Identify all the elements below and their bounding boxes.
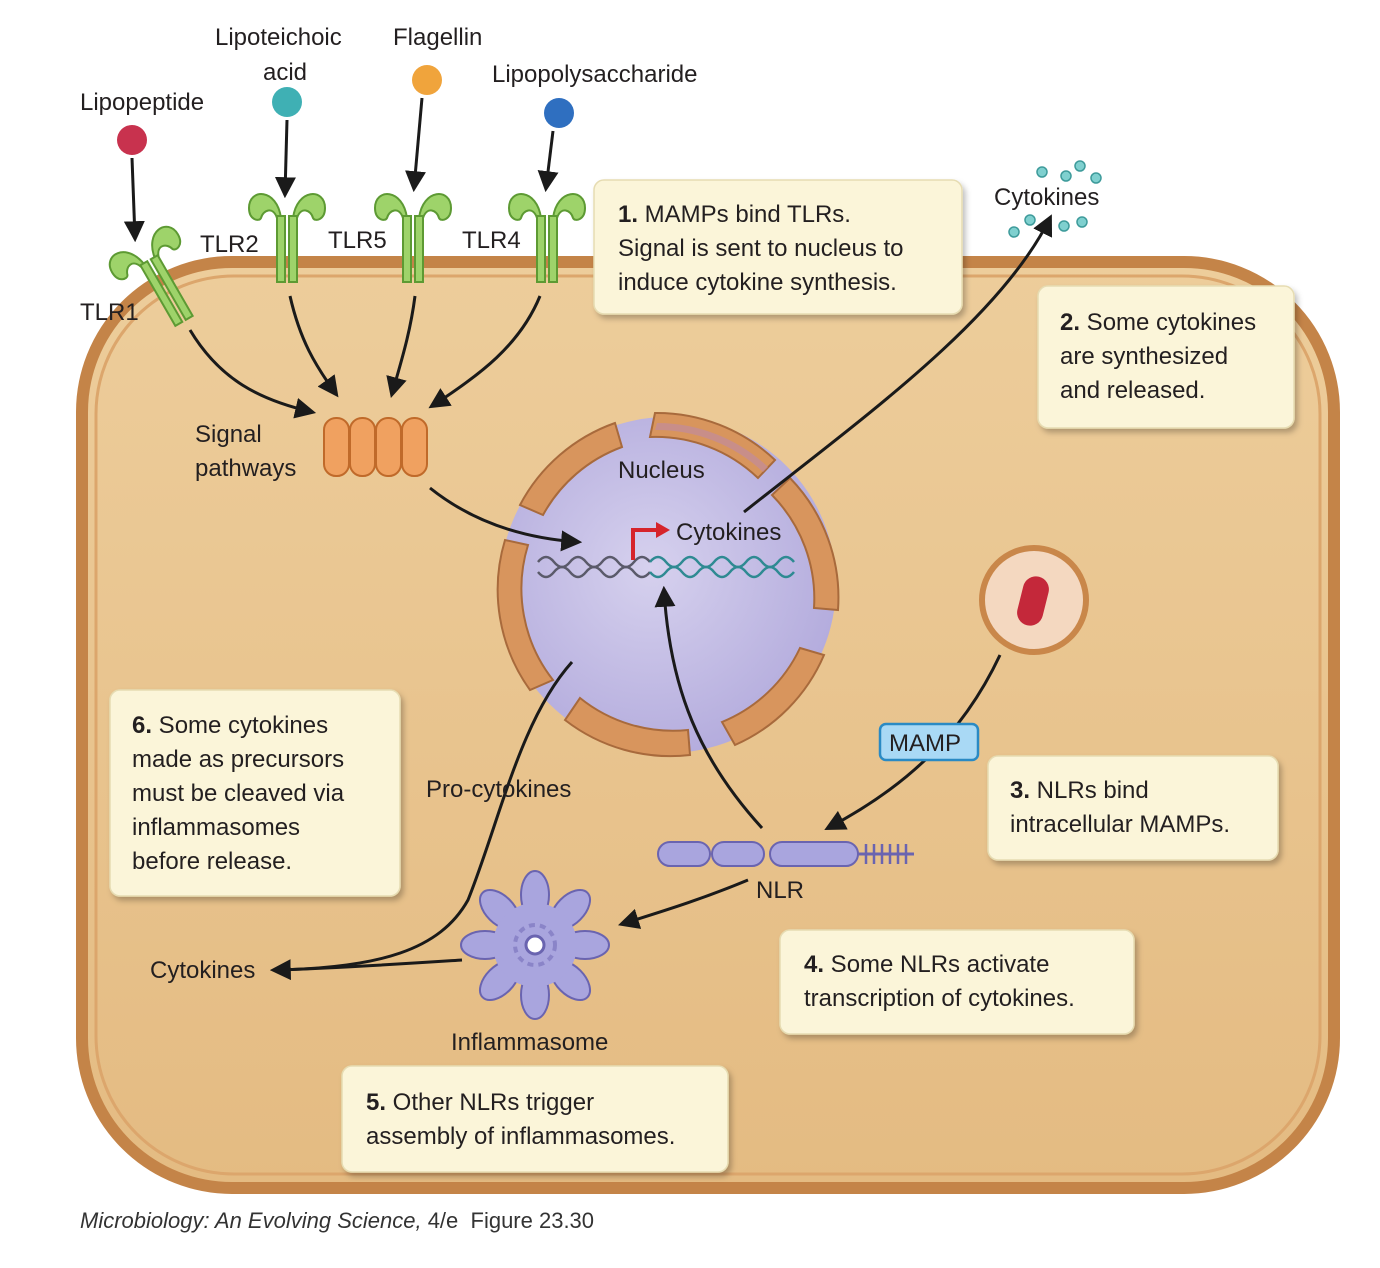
signal-pathways (323, 417, 428, 477)
inflammasome-label: Inflammasome (451, 1029, 608, 1056)
pathogen-vesicle (979, 545, 1089, 655)
released-cytokines (1008, 160, 1102, 238)
lipoteichoic-label-1: Lipoteichoic (215, 24, 342, 51)
svg-text:5. Other NLRs trigger: 5. Other NLRs trigger (366, 1089, 594, 1116)
nucleus-cytokines-label: Cytokines (676, 519, 781, 546)
svg-text:6. Some cytokines: 6. Some cytokines (132, 712, 328, 739)
outside-cytokines-label: Cytokines (994, 184, 1099, 211)
signal-label-2: pathways (195, 455, 296, 482)
cytokine-release-arrow (743, 214, 1053, 514)
nlr-protein (657, 841, 914, 867)
step-5-line-1: Other NLRs trigger (386, 1089, 594, 1116)
nucleus-label: Nucleus (618, 457, 705, 484)
step-2-number: 2. (1060, 309, 1080, 336)
tlr5-receptor (373, 193, 453, 283)
caption-edition: 4/e (421, 1208, 459, 1233)
flagellin-ligand (412, 65, 442, 95)
step-6-line-5: before release. (132, 848, 292, 875)
step-2-line-1: Some cytokines (1080, 309, 1256, 336)
svg-text:1. MAMPs bind TLRs.: 1. MAMPs bind TLRs. (618, 201, 851, 228)
signal-to-dna-arrow (429, 486, 583, 552)
step-4-box: 4. Some NLRs activate transcription of c… (779, 929, 1135, 1035)
step-5-line-2: assembly of inflammasomes. (366, 1123, 675, 1150)
step-6-line-2: made as precursors (132, 746, 344, 773)
step-6-box: 6. Some cytokines made as precursors mus… (109, 689, 401, 897)
dna-strand (537, 555, 795, 579)
promoter-arrow-icon (631, 522, 670, 560)
caption-figure: Figure 23.30 (458, 1208, 595, 1233)
tlr4-label: TLR4 (462, 227, 521, 254)
nuclear-envelope (496, 411, 840, 758)
tlr-receptors: TLR1 TLR2 TLR5 TLR4 (80, 193, 587, 328)
left-cytokines-label: Cytokines (150, 957, 255, 984)
tlr5-label: TLR5 (328, 227, 387, 254)
nlr-to-dna-arrow (654, 585, 764, 830)
lipopeptide-label: Lipopeptide (80, 89, 204, 116)
step-1-box: 1. MAMPs bind TLRs. Signal is sent to nu… (593, 179, 963, 315)
mamp-label: MAMP (889, 730, 961, 757)
step-6-line-4: inflammasomes (132, 814, 300, 841)
mamp-tag: MAMP (878, 722, 980, 762)
nlr-label: NLR (756, 877, 804, 904)
step-2-box: 2. Some cytokines are synthesized and re… (1037, 285, 1295, 429)
lipopolysaccharide-ligand (544, 98, 574, 128)
step-1-line-2: Signal is sent to nucleus to (618, 235, 904, 262)
figure-caption: Microbiology: An Evolving Science, 4/e F… (80, 1208, 594, 1234)
step-5-box: 5. Other NLRs trigger assembly of inflam… (341, 1065, 729, 1173)
tlr4-receptor (507, 193, 587, 283)
step-1-line-1: MAMPs bind TLRs. (638, 201, 851, 228)
step-6-number: 6. (132, 712, 152, 739)
ligands: Lipopeptide Lipoteichoic acid Flagellin … (80, 24, 697, 155)
pro-cytokines-label: Pro-cytokines (426, 776, 571, 803)
svg-text:2. Some cytokines: 2. Some cytokines (1060, 309, 1256, 336)
pro-cytokines-arrow (269, 660, 574, 981)
step-6-line-1: Some cytokines (152, 712, 328, 739)
step-6-line-3: must be cleaved via (132, 780, 345, 807)
step-3-number: 3. (1010, 777, 1030, 804)
lipoteichoic-acid-ligand (272, 87, 302, 117)
step-4-line-1: Some NLRs activate (824, 951, 1049, 978)
nucleus: Nucleus Cytokines (496, 411, 840, 758)
step-3-box: 3. NLRs bind intracellular MAMPs. (987, 755, 1279, 861)
step-5-number: 5. (366, 1089, 386, 1116)
step-1-line-3: induce cytokine synthesis. (618, 269, 897, 296)
nlr-to-inflammasome-arrow (617, 878, 749, 929)
lipopeptide-ligand (117, 125, 147, 155)
caption-title: Microbiology: An Evolving Science, (80, 1208, 422, 1233)
step-3-line-2: intracellular MAMPs. (1010, 811, 1230, 838)
lipopolysaccharide-label: Lipopolysaccharide (492, 61, 697, 88)
svg-text:3. NLRs bind: 3. NLRs bind (1010, 777, 1149, 804)
tlr1-label: TLR1 (80, 299, 139, 326)
step-4-line-2: transcription of cytokines. (804, 985, 1075, 1012)
signal-label-1: Signal (195, 421, 262, 448)
tlr2-label: TLR2 (200, 231, 259, 258)
receptor-signal-arrows (188, 295, 542, 419)
step-2-line-2: are synthesized (1060, 343, 1228, 370)
tlr2-receptor (247, 193, 327, 283)
step-1-number: 1. (618, 201, 638, 228)
inflammasome (460, 870, 610, 1020)
tlr1-receptor (108, 225, 195, 328)
step-3-line-1: NLRs bind (1030, 777, 1149, 804)
step-4-number: 4. (804, 951, 824, 978)
step-2-line-3: and released. (1060, 377, 1205, 404)
ligand-arrows (123, 97, 559, 243)
inflammasome-to-cytokines-arrow (275, 958, 463, 972)
svg-text:4. Some NLRs activate: 4. Some NLRs activate (804, 951, 1049, 978)
flagellin-label: Flagellin (393, 24, 482, 51)
lipoteichoic-label-2: acid (263, 59, 307, 86)
